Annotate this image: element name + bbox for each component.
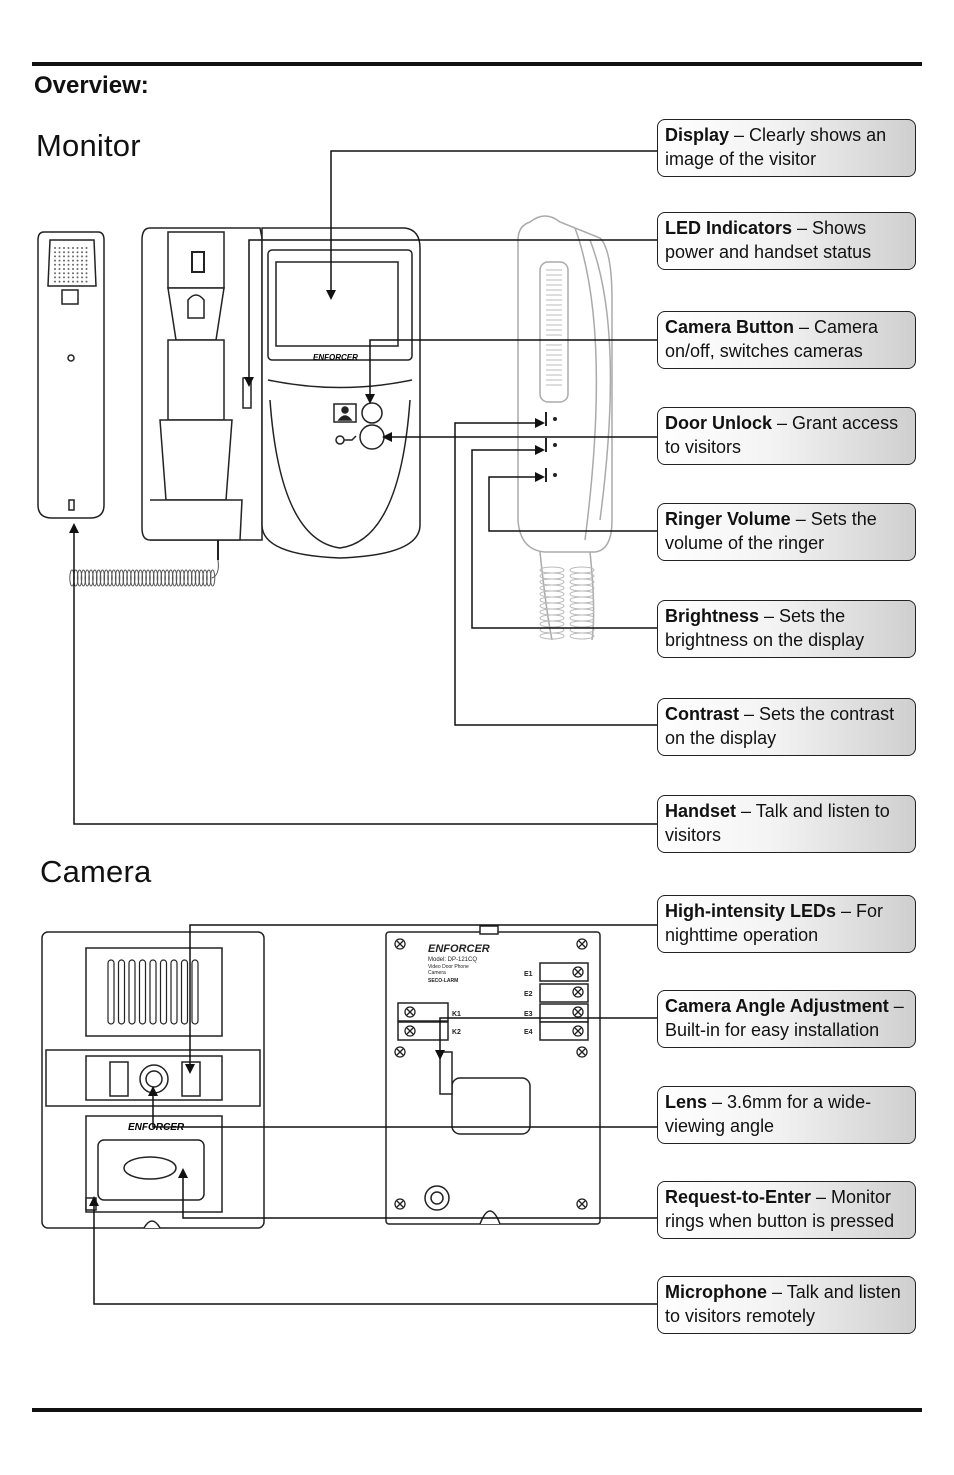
callout-feature-description: – For nighttime operation	[665, 901, 884, 945]
svg-text:SECO-LARM: SECO-LARM	[428, 978, 458, 984]
svg-text:E2: E2	[524, 991, 533, 998]
callout-feature-name: Ringer Volume	[665, 509, 791, 529]
svg-text:E1: E1	[524, 971, 533, 978]
svg-text:Camera: Camera	[428, 970, 446, 976]
callout-camera-angle-adjustment: Camera Angle Adjustment – Built-in for e…	[657, 990, 916, 1048]
callout-handset: Handset – Talk and listen to visitors	[657, 795, 916, 853]
callout-feature-name: Camera Button	[665, 317, 795, 337]
svg-text:ENFORCER: ENFORCER	[428, 943, 490, 955]
camera-back-illustration	[385, 925, 601, 1225]
callout-microphone: Microphone – Talk and listen to visitors…	[657, 1276, 916, 1334]
callout-feature-name: Camera Angle Adjustment	[665, 996, 889, 1016]
monitor-side-illustration	[517, 215, 613, 641]
callout-camera-button: Camera Button – Camera on/off, switches …	[657, 311, 916, 369]
callout-feature-description: – Sets the brightness on the display	[665, 606, 865, 650]
handset-illustration	[37, 231, 105, 519]
camera-title: Camera	[40, 854, 152, 889]
callout-feature-description: – 3.6mm for a wide-viewing angle	[665, 1092, 872, 1136]
callout-feature-name: Lens	[665, 1092, 708, 1112]
svg-text:Video Door Phone: Video Door Phone	[428, 964, 469, 970]
overview-heading: Overview:	[34, 72, 149, 99]
svg-text:E3: E3	[524, 1011, 533, 1018]
callout-feature-name: Handset	[665, 801, 737, 821]
svg-text:Model: DP-121CQ: Model: DP-121CQ	[428, 957, 477, 963]
callout-feature-description: – Sets the contrast on the display	[665, 704, 895, 748]
monitor-front-illustration	[141, 227, 421, 559]
monitor-brand-logo: ENFORCER	[313, 353, 358, 362]
callout-feature-name: Display	[665, 125, 730, 145]
svg-text:E4: E4	[524, 1029, 533, 1036]
callout-feature-description: – Talk and listen to visitors remotely	[665, 1282, 901, 1326]
callout-feature-name: Microphone	[665, 1282, 767, 1302]
callout-request-to-enter: Request-to-Enter – Monitor rings when bu…	[657, 1181, 916, 1239]
callout-contrast: Contrast – Sets the contrast on the disp…	[657, 698, 916, 756]
callout-led-indicators: LED Indicators – Shows power and handset…	[657, 212, 916, 270]
callout-feature-name: Request-to-Enter	[665, 1187, 812, 1207]
callout-high-intensity-leds: High-intensity LEDs – For nighttime oper…	[657, 895, 916, 953]
callout-feature-description: – Grant access to visitors	[665, 413, 899, 457]
callout-feature-name: LED Indicators	[665, 218, 793, 238]
callout-feature-name: Door Unlock	[665, 413, 773, 433]
coiled-cord	[69, 559, 219, 587]
callout-feature-name: Contrast	[665, 704, 740, 724]
callout-feature-description: – Built-in for easy installation	[665, 996, 904, 1040]
camera-back-screws	[394, 938, 588, 1210]
callout-feature-description: – Camera on/off, switches cameras	[665, 317, 879, 361]
side-cord	[539, 566, 595, 640]
speaker-grille-dots	[54, 247, 88, 283]
side-knob-icons	[553, 417, 557, 477]
svg-text:K1: K1	[452, 1011, 461, 1018]
top-rule	[32, 62, 922, 66]
camera-back-label: ENFORCER Model: DP-121CQ Video Door Phon…	[428, 943, 533, 1036]
callout-display: Display – Clearly shows an image of the …	[657, 119, 916, 177]
leader-lines	[69, 150, 657, 1305]
camera-speaker-slots	[107, 959, 199, 1025]
svg-text:K2: K2	[452, 1029, 461, 1036]
bottom-rule	[32, 1408, 922, 1412]
callout-feature-name: Brightness	[665, 606, 760, 626]
callout-feature-description: – Monitor rings when button is pressed	[665, 1187, 895, 1231]
callout-feature-description: – Sets the volume of the ringer	[665, 509, 877, 553]
callout-door-unlock: Door Unlock – Grant access to visitors	[657, 407, 916, 465]
callout-feature-name: High-intensity LEDs	[665, 901, 837, 921]
callout-feature-description: – Shows power and handset status	[665, 218, 872, 262]
monitor-title: Monitor	[36, 128, 141, 163]
callout-feature-description: – Talk and listen to visitors	[665, 801, 890, 845]
callout-brightness: Brightness – Sets the brightness on the …	[657, 600, 916, 658]
callout-feature-description: – Clearly shows an image of the visitor	[665, 125, 887, 169]
callout-lens: Lens – 3.6mm for a wide-viewing angle	[657, 1086, 916, 1144]
callout-ringer-volume: Ringer Volume – Sets the volume of the r…	[657, 503, 916, 561]
